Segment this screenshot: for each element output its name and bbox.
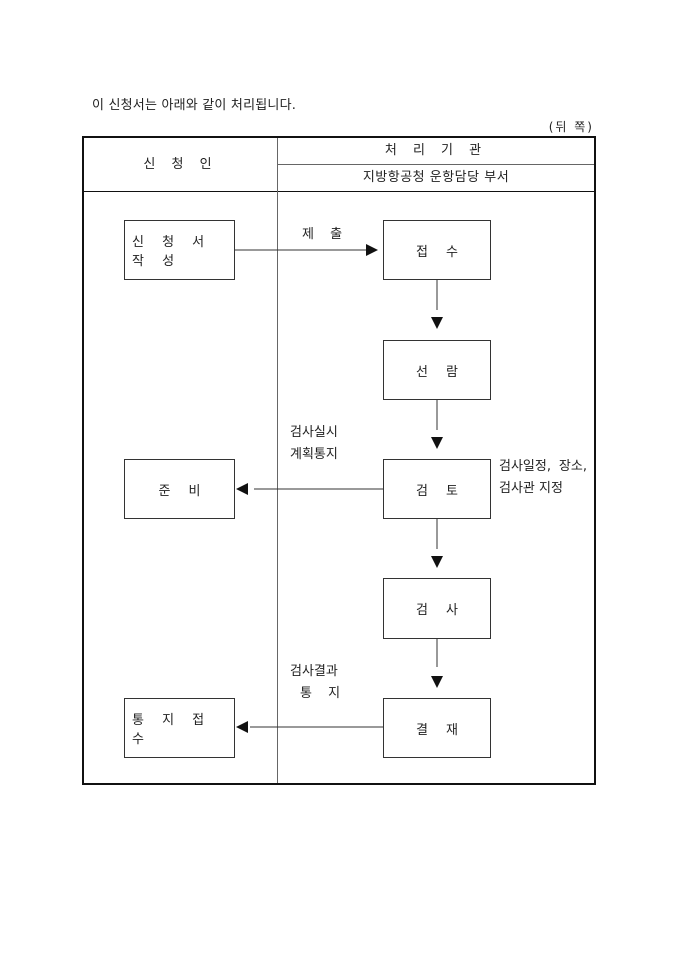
arrowhead-down-icon <box>431 437 443 449</box>
subheader-divider <box>277 164 594 165</box>
process-flow-table: 신 청 인 처 리 기 관 지방항공청 운항담당 부서 <box>82 136 596 785</box>
arrowhead-right-icon <box>366 244 378 256</box>
result-notice-label-line2: 통 지 <box>300 686 347 701</box>
result-notice-label-line1: 검사결과 <box>290 664 338 679</box>
header-applicant: 신 청 인 <box>143 157 218 172</box>
review-note: 검사일정, 장소, 검사관 지정 <box>499 459 587 496</box>
header-processing-agency: 처 리 기 관 <box>384 143 488 158</box>
step-label: 결 재 <box>415 722 466 738</box>
step-approval: 결 재 <box>383 698 491 758</box>
arrowhead-down-icon <box>431 317 443 329</box>
header-divider <box>84 191 594 192</box>
intro-text: 이 신청서는 아래와 같이 처리됩니다. <box>92 98 297 113</box>
step-receive-notice: 통 지 접 수 <box>124 698 235 758</box>
step-write-application: 신 청 서 작 성 <box>124 220 235 280</box>
arrowhead-left-icon <box>236 721 248 733</box>
step-label: 준 비 <box>158 483 208 499</box>
arrowhead-left-icon <box>236 483 248 495</box>
step-label: 통 지 접 수 <box>132 713 212 747</box>
step-label: 선 람 <box>415 364 466 380</box>
submit-label: 제 출 <box>302 227 349 242</box>
step-inspection: 검 사 <box>383 578 491 639</box>
step-preview: 선 람 <box>383 340 491 400</box>
header-department: 지방항공청 운항담당 부서 <box>362 170 510 185</box>
step-prepare: 준 비 <box>124 459 235 519</box>
arrowhead-down-icon <box>431 556 443 568</box>
step-label: 검 사 <box>415 603 466 618</box>
inspection-plan-label-line2: 계획통지 <box>290 447 338 462</box>
step-label: 검 토 <box>415 483 466 499</box>
step-receipt: 접 수 <box>383 220 491 280</box>
column-divider <box>277 138 278 783</box>
step-review: 검 토 <box>383 459 491 519</box>
page-side-label: (뒤 쪽) <box>548 120 594 134</box>
step-label: 신 청 서 작 성 <box>132 235 212 269</box>
arrowhead-down-icon <box>431 676 443 688</box>
step-label: 접 수 <box>415 244 466 260</box>
inspection-plan-label-line1: 검사실시 <box>290 425 338 440</box>
